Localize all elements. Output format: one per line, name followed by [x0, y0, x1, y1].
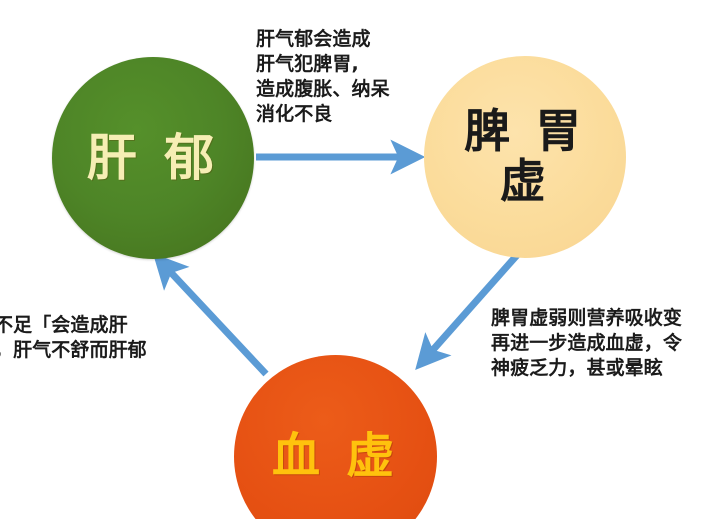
node-ganyu-label: 肝 郁: [86, 127, 220, 187]
node-ganyu[interactable]: 肝 郁: [52, 57, 254, 259]
node-xuexu-label: 血 虚: [271, 428, 400, 485]
caption-xuexu-to-ganyu: 不足「会造成肝 ，肝气不舒而肝郁: [0, 314, 147, 362]
node-piweixu[interactable]: 脾 胃 虚: [424, 56, 626, 258]
caption-piweixu-to-xuexu: 脾胃虚弱则营养吸收变 再进一步造成血虚，令 神疲乏力，甚或晕眩: [491, 307, 682, 380]
node-piweixu-label: 脾 胃 虚: [464, 104, 586, 208]
caption-ganyu-to-piweixu: 肝气郁会造成 肝气犯脾胃, 造成腹胀、纳呆 消化不良: [256, 28, 390, 126]
node-xuexu[interactable]: 血 虚: [234, 355, 437, 519]
